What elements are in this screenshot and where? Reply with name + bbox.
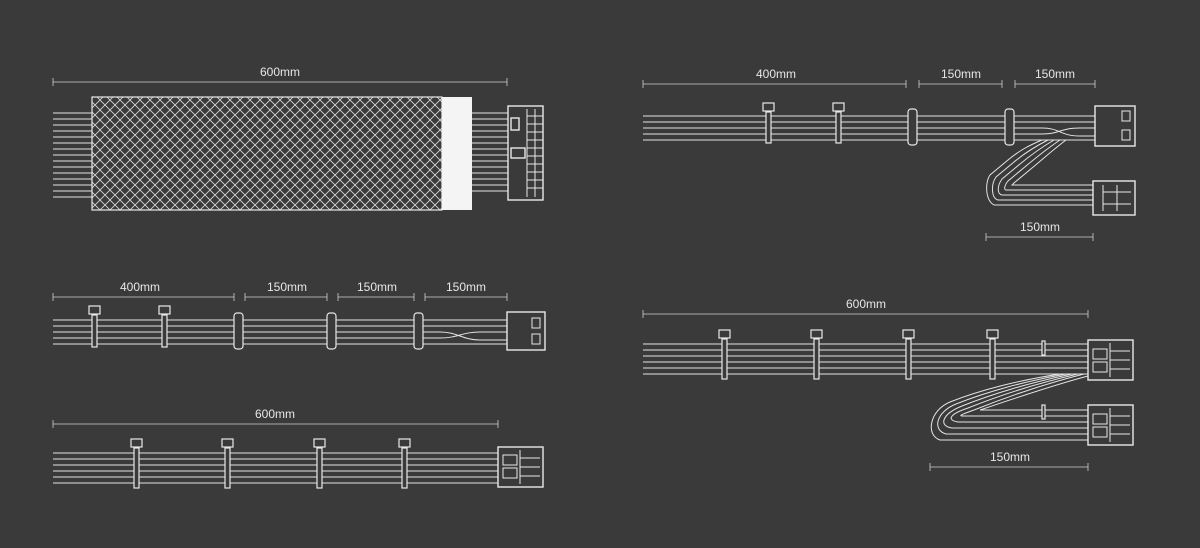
sata-top-connector-1 (1094, 105, 1136, 147)
dimension-label-sata-mid-3: 150mm (357, 280, 397, 294)
dimension-label-pcie-dual-branch: 150mm (990, 450, 1030, 464)
pcie-bottom-wires (53, 452, 498, 484)
dimension-label-sata-top-1: 400mm (756, 67, 796, 81)
sata-mid-wires (53, 319, 507, 345)
pcie-dual-cable: 600mm (642, 297, 1134, 471)
sata-top-wires (643, 115, 1095, 141)
dimension-line-sata-top: 400mm 150mm 150mm (642, 67, 1096, 88)
dimension-line-atx: 600mm (52, 65, 508, 86)
dimension-label-atx: 600mm (260, 65, 300, 79)
pcie-dual-connector-2 (1087, 404, 1134, 446)
sata-mid-clip-2 (326, 312, 337, 350)
atx-wires-right (472, 112, 508, 192)
atx-sleeve-cap (442, 97, 472, 210)
dimension-label-sata-mid-1: 400mm (120, 280, 160, 294)
atx-24pin-cable: 600mm (52, 65, 544, 211)
dimension-label-pcie-dual: 600mm (846, 297, 886, 311)
pcie-dual-branch-tie (1041, 404, 1046, 420)
dimension-label-sata-mid-2: 150mm (267, 280, 307, 294)
pcie-dual-branch-wires (930, 373, 1089, 441)
atx-wires-left (53, 112, 92, 198)
pcie-bottom-connector (497, 446, 544, 488)
dimension-line-sata-top-branch: 150mm (985, 220, 1094, 241)
sata-top-connector-2 (1092, 180, 1136, 216)
pcie-dual-connector-1 (1087, 339, 1134, 381)
pcie-dual-wires (643, 343, 1088, 375)
sata-mid-connector (506, 311, 546, 351)
dimension-label-sata-mid-4: 150mm (446, 280, 486, 294)
sata-cable-top: 400mm 150mm 150mm (642, 67, 1136, 241)
sata-mid-cable-ties (88, 305, 171, 348)
dimension-label-sata-top-3: 150mm (1035, 67, 1075, 81)
pcie-bottom-cable-ties (130, 438, 411, 489)
sata-mid-clip-1 (233, 312, 244, 350)
atx-braided-sleeve (91, 96, 443, 211)
atx-24pin-connector (507, 105, 544, 201)
dimension-label-pcie-bottom: 600mm (255, 407, 295, 421)
dimension-line-sata-mid: 400mm 150mm 150mm 150mm (52, 280, 508, 301)
dimension-label-sata-top-2: 150mm (941, 67, 981, 81)
sata-cable-mid: 400mm 150mm 150mm 150mm (52, 280, 546, 351)
dimension-line-pcie-bottom: 600mm (52, 407, 499, 428)
sata-top-branch-wires (986, 139, 1094, 206)
pcie-cable-bottom: 600mm (52, 407, 544, 489)
sata-top-cable-ties (762, 102, 845, 144)
dimension-line-pcie-dual-branch: 150mm (929, 450, 1089, 471)
sata-mid-clip-3 (413, 312, 424, 350)
pcie-dual-cable-ties (718, 329, 1046, 380)
dimension-line-pcie-dual: 600mm (642, 297, 1089, 318)
dimension-label-sata-top-branch: 150mm (1020, 220, 1060, 234)
sata-top-clip-1 (907, 108, 918, 146)
sata-top-clip-2 (1004, 108, 1015, 146)
